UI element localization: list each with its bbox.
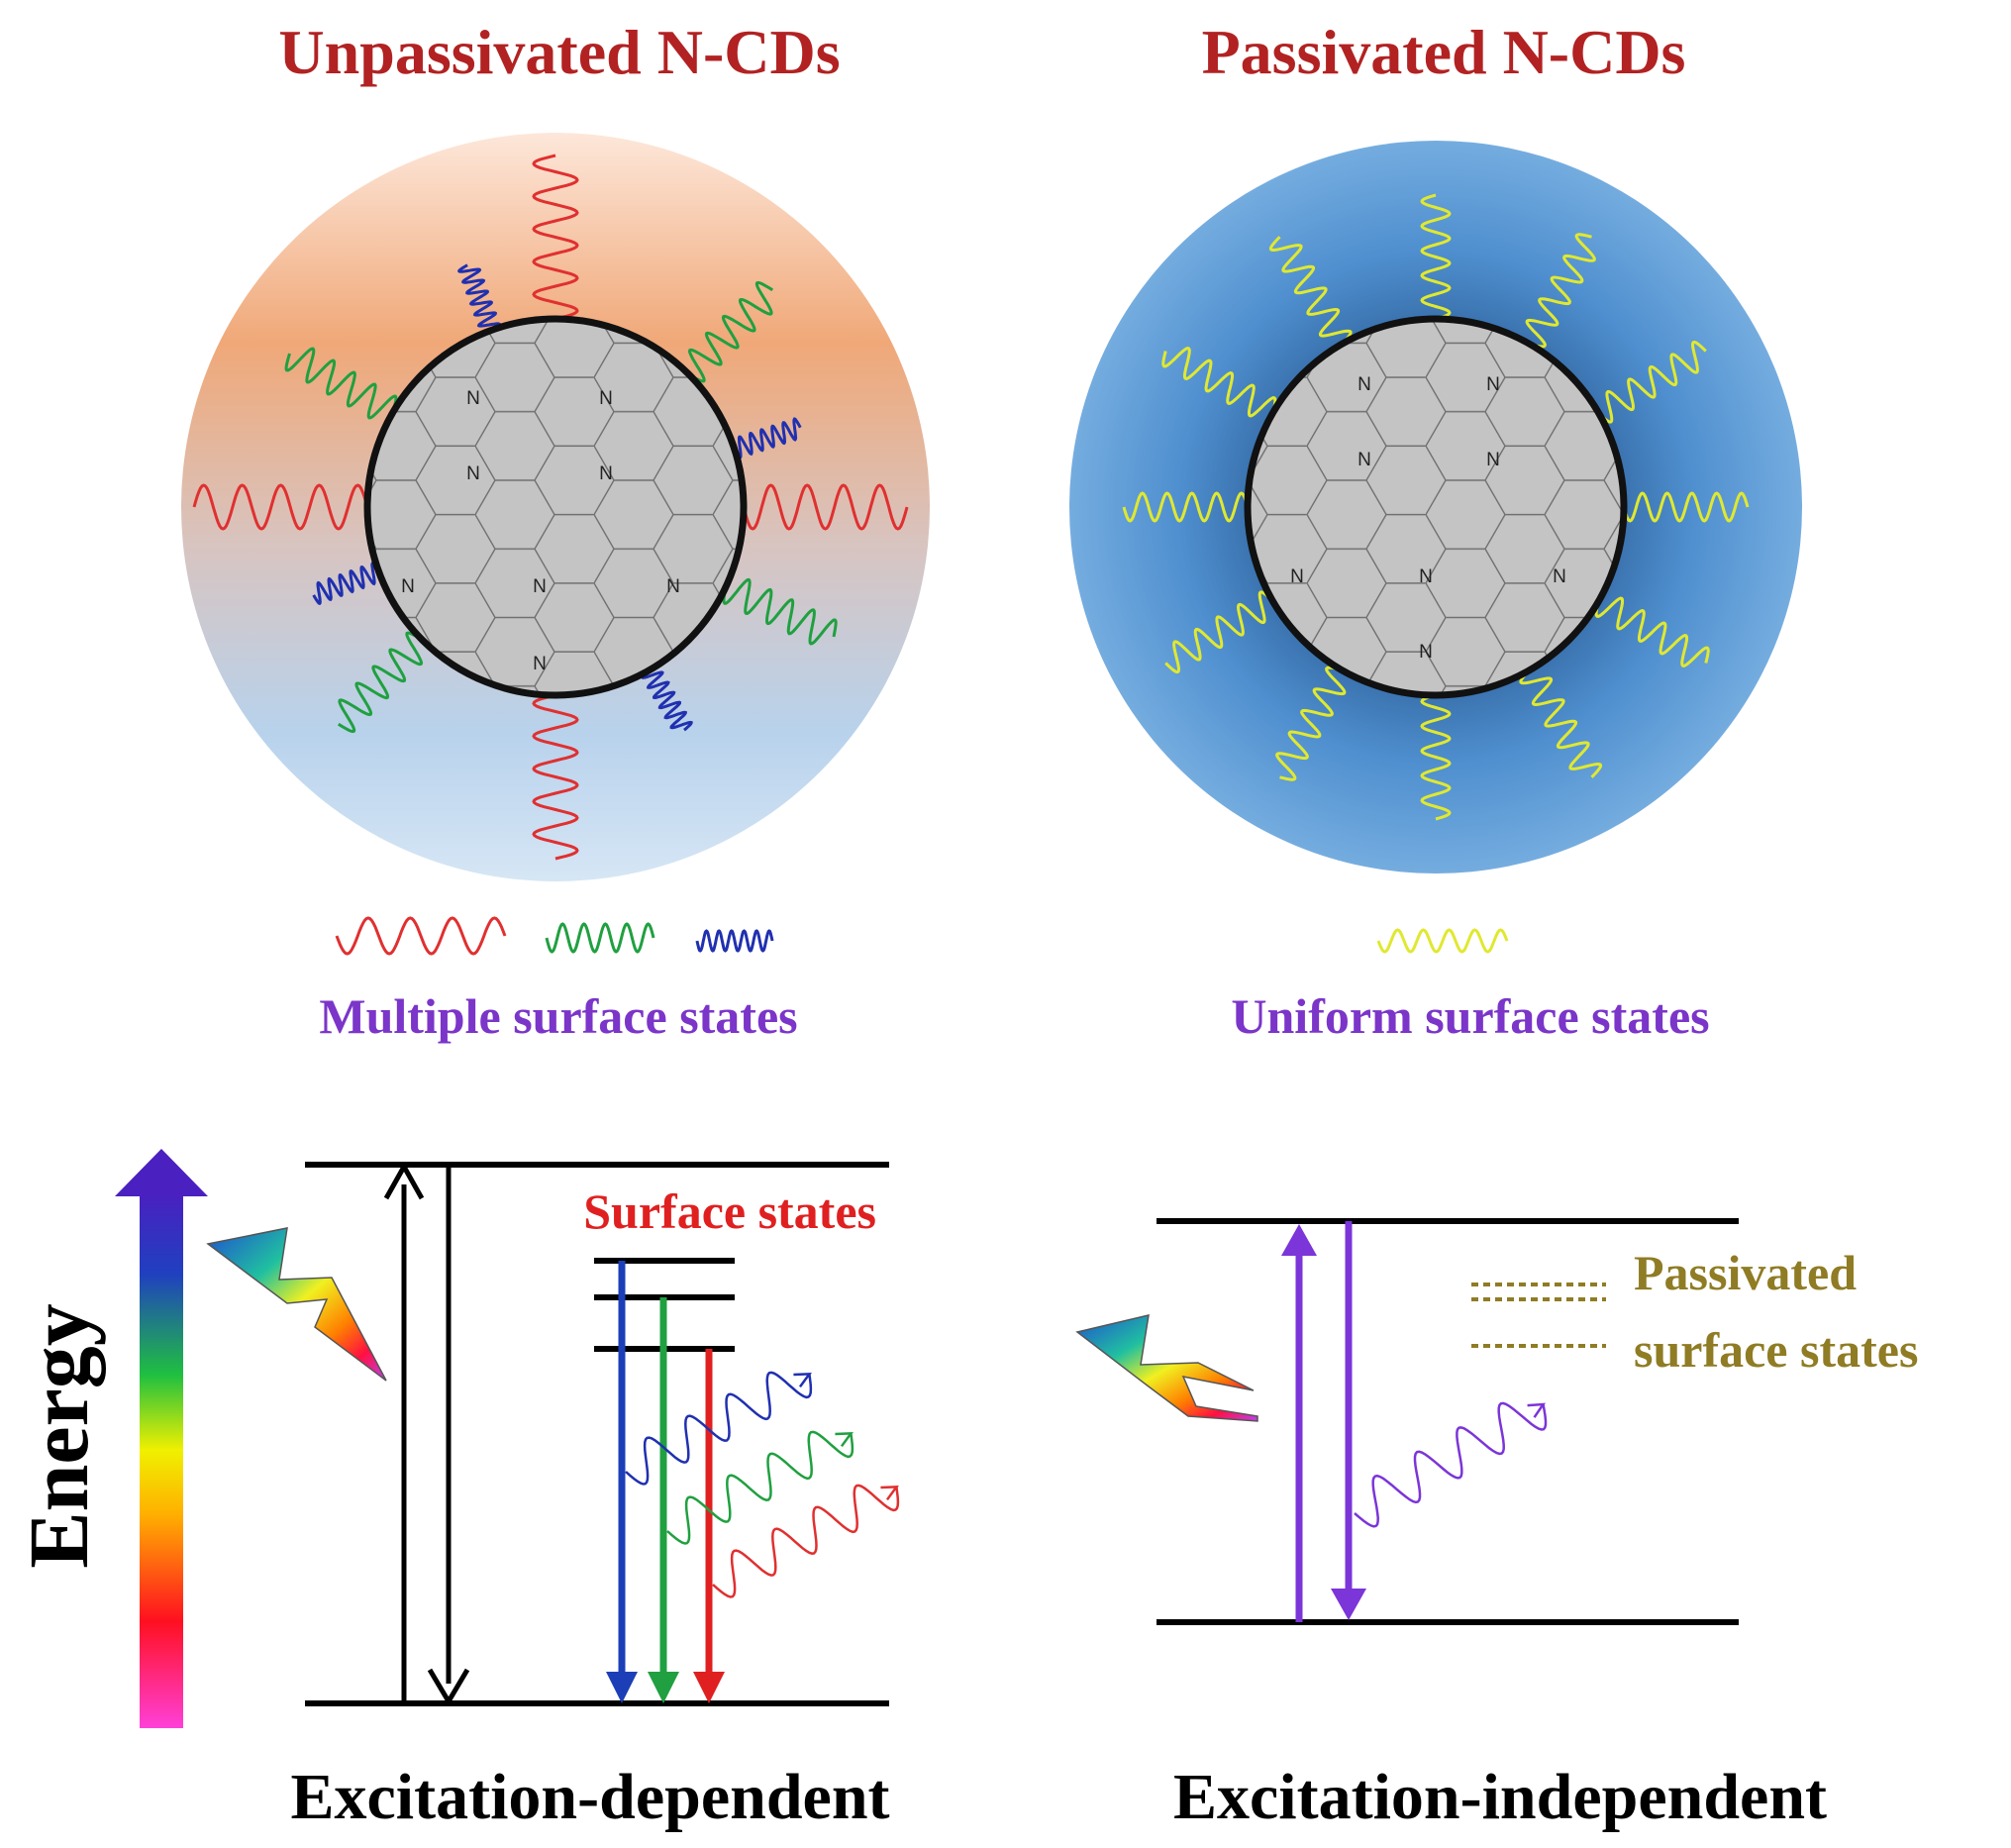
energy-gradient-arrow-icon (115, 1149, 208, 1728)
emission-wave (338, 631, 424, 734)
nitrogen-atom-label: N (1290, 566, 1304, 587)
passivated-particle: N N N N N N N N (1069, 141, 1802, 873)
passivated-nitrogen-atoms: N N N N N N N N (1290, 374, 1566, 663)
emission-wave (687, 280, 773, 383)
unpassivated-particle: N N N N N N N N (181, 133, 930, 881)
unpassivated-title: Unpassivated N-CDs (278, 17, 840, 87)
emission-wave (641, 668, 693, 732)
passivated-wave-legend (1376, 928, 1509, 954)
photon-red (712, 1484, 900, 1598)
emission-wave (192, 483, 369, 531)
photon-green (666, 1430, 855, 1545)
legend-yellow-wave (1376, 928, 1509, 954)
emission-wave (1161, 347, 1277, 418)
independent-energy-levels (1156, 1218, 1739, 1625)
emission-wave (457, 263, 502, 332)
emission-wave (742, 483, 909, 531)
photon-purple (1354, 1401, 1548, 1528)
emission-wave (733, 417, 802, 460)
emission-wave (284, 347, 398, 420)
unpassivated-wave-legend (335, 916, 774, 956)
lightning-bolt-icon (206, 1227, 387, 1382)
dependent-transition-arrows (383, 1161, 725, 1706)
passivated-emission-waves (1122, 193, 1750, 821)
legend-green-wave (545, 922, 655, 954)
nitrogen-atom-label: N (533, 654, 547, 674)
photon-blue (625, 1371, 813, 1486)
nitrogen-atom-label: N (533, 576, 547, 597)
nitrogen-atom-label: N (466, 463, 480, 484)
emission-wave (532, 154, 579, 321)
lightning-bolt-icon (1075, 1314, 1258, 1422)
emission-wave (1420, 193, 1452, 321)
unpassivated-core: N N N N N N N N (363, 315, 748, 699)
emission-wave (1268, 236, 1353, 346)
dependent-photon-emissions (625, 1371, 900, 1598)
emission-wave (1594, 596, 1710, 667)
passivated-states-label-line2: surface states (1634, 1322, 1918, 1378)
emission-wave (532, 693, 579, 861)
dependent-energy-levels (305, 1162, 889, 1706)
emission-wave (312, 561, 380, 605)
emission-wave (1164, 590, 1274, 674)
passivated-core: N N N N N N N N (1244, 315, 1628, 699)
nitrogen-atom-label: N (1553, 566, 1566, 587)
emission-wave (1420, 693, 1452, 821)
photon-green-head (835, 1432, 854, 1448)
photon-purple-head (1527, 1402, 1547, 1418)
independent-bottom-label: Excitation-independent (1173, 1761, 1827, 1833)
legend-red-wave (335, 916, 507, 956)
nitrogen-atom-label: N (666, 576, 680, 597)
independent-transition-arrows (1281, 1221, 1366, 1622)
photon-blue-head (793, 1373, 812, 1388)
unpassivated-caption: Multiple surface states (319, 988, 797, 1044)
emission-wave (1525, 233, 1596, 349)
unpassivated-emission-waves (192, 154, 909, 861)
emission-wave (1597, 340, 1707, 424)
emission-wave (1275, 666, 1347, 781)
nitrogen-atom-label: N (466, 388, 480, 409)
nitrogen-atom-label: N (599, 463, 613, 484)
nitrogen-atom-label: N (1419, 566, 1433, 587)
emission-wave (1519, 668, 1603, 778)
nitrogen-atom-label: N (401, 576, 415, 597)
nitrogen-atom-label: N (599, 388, 613, 409)
nitrogen-atom-label: N (1419, 642, 1433, 663)
nitrogen-atom-label: N (1357, 374, 1371, 395)
independent-photon-emission (1354, 1401, 1548, 1528)
dependent-bottom-label: Excitation-dependent (290, 1761, 889, 1833)
emission-wave (1122, 491, 1250, 523)
nitrogen-atom-label: N (1357, 450, 1371, 470)
emission-wave (1622, 491, 1750, 523)
passivated-caption: Uniform surface states (1231, 988, 1709, 1044)
passivated-title: Passivated N-CDs (1202, 17, 1686, 87)
legend-blue-wave (695, 929, 774, 953)
nitrogen-atom-label: N (1486, 450, 1500, 470)
unpassivated-nitrogen-atoms: N N N N N N N N (401, 388, 680, 674)
surface-states-label: Surface states (583, 1183, 876, 1239)
emission-wave (722, 577, 838, 646)
energy-axis-label: Energy (11, 1303, 106, 1569)
photon-red-head (880, 1486, 899, 1501)
nitrogen-atom-label: N (1486, 374, 1500, 395)
passivated-states-label-line1: Passivated (1634, 1245, 1857, 1300)
